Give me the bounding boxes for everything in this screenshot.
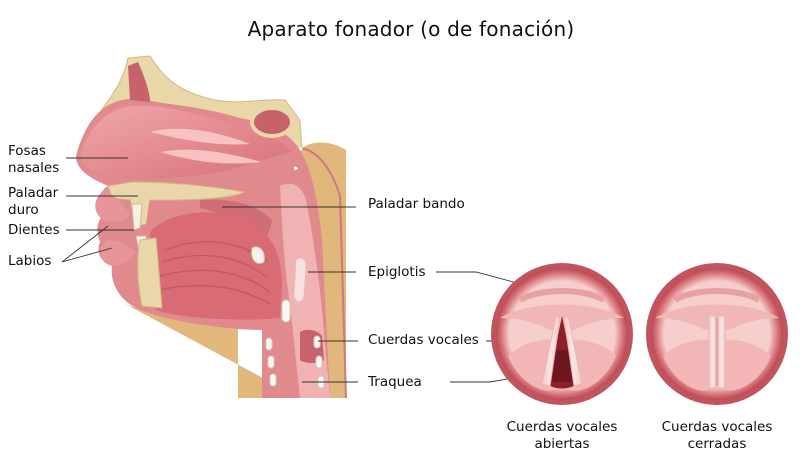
vocal-cords-closed-view [646, 263, 788, 405]
label-traquea: Traquea [368, 374, 422, 390]
cartilage-thyroid [281, 299, 291, 323]
trachea-rings [265, 335, 325, 389]
label-epiglotis: Epiglotis [368, 264, 426, 280]
label-fosas-line1: Fosas [8, 143, 46, 159]
caption-abiertas-line1: Cuerdas vocales [506, 419, 618, 435]
caption-abiertas-line2: abiertas [534, 436, 590, 452]
hard-palate [107, 181, 246, 201]
mandible [137, 237, 163, 309]
vocal-cord-closed-right [717, 315, 726, 389]
tongue [150, 212, 282, 320]
sinus [250, 106, 294, 138]
caption-cerradas-line2: cerradas [687, 436, 747, 452]
upper-lip [95, 190, 130, 223]
vertebra-dots [293, 139, 308, 174]
head-sagittal-section [76, 55, 347, 399]
caption-cerradas-line1: Cuerdas vocales [661, 419, 773, 435]
leader-labios-2 [61, 247, 113, 263]
caption-abiertas: Cuerdas vocales abiertas [482, 419, 642, 453]
neck-back [299, 147, 347, 399]
label-paladar-duro: Paladar duro [8, 185, 58, 219]
turbinate-1 [150, 128, 250, 145]
vocal-cord-right [563, 315, 583, 387]
turbinate-2 [160, 149, 262, 164]
label-fosas-nasales: Fosas nasales [8, 143, 59, 177]
vocal-cord-left [541, 315, 561, 387]
upper-tooth [131, 203, 143, 231]
hyoid [251, 246, 265, 264]
label-cuerdas-vocales: Cuerdas vocales [368, 332, 479, 348]
label-paladar-duro-line1: Paladar [8, 185, 59, 201]
epiglottis [293, 257, 307, 303]
caption-cerradas: Cuerdas vocales cerradas [637, 419, 797, 453]
vocal-cord-closed-left [708, 315, 717, 389]
label-paladar-duro-line2: duro [8, 202, 39, 218]
vocal-cords-open-view [491, 263, 633, 405]
label-paladar-blando: Paladar bando [368, 196, 465, 212]
tongue-fibers [157, 241, 271, 305]
lower-lip [100, 240, 136, 266]
label-fosas-line2: nasales [8, 160, 60, 176]
label-labios: Labios [8, 253, 52, 269]
page-title: Aparato fonador (o de fonación) [247, 17, 575, 41]
leader-labios-1 [61, 225, 109, 263]
nose-septum-top [128, 62, 150, 102]
label-dientes: Dientes [8, 222, 60, 238]
